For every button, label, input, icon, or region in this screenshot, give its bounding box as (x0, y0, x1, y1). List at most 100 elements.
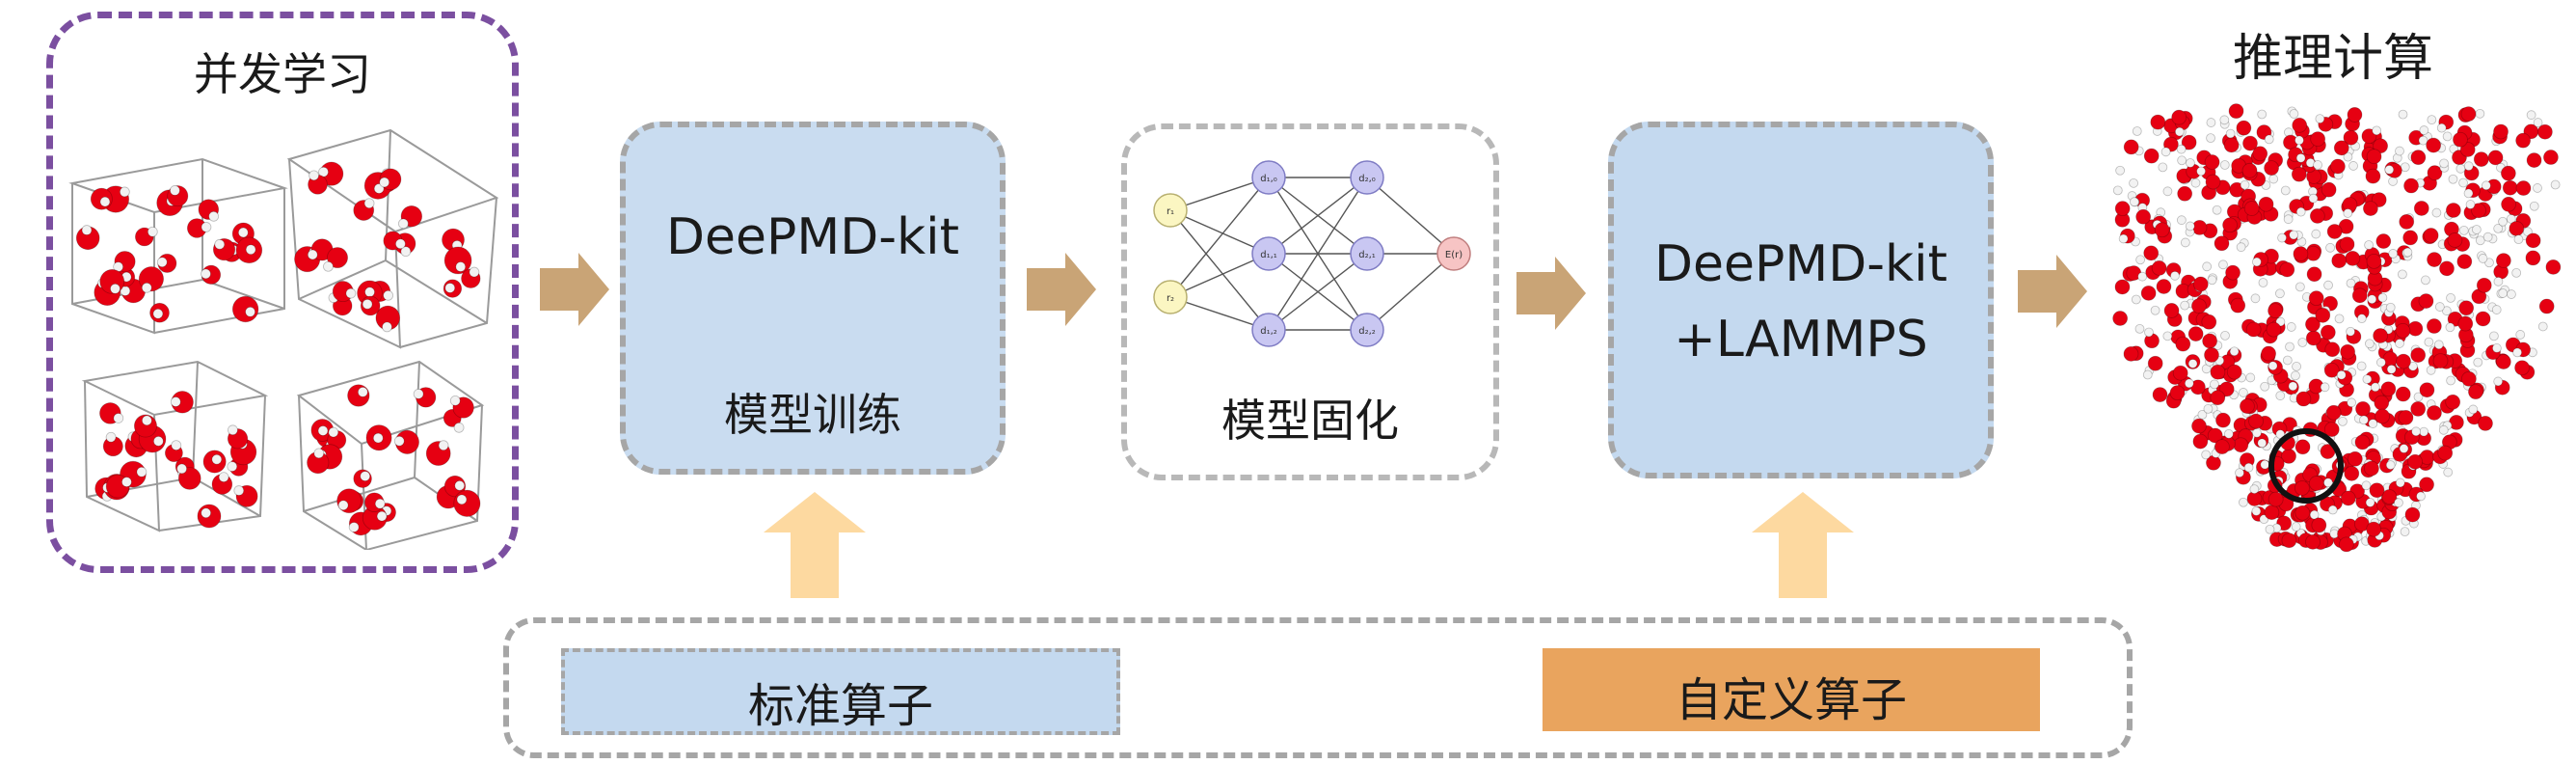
atom (2174, 126, 2185, 137)
atom (2205, 174, 2221, 190)
atom (2177, 155, 2187, 166)
atom (2333, 140, 2349, 156)
atom (2212, 205, 2222, 215)
atom (2537, 321, 2548, 332)
atom (2152, 387, 2168, 403)
atom (2400, 527, 2410, 537)
nn-edge (1169, 296, 1270, 331)
atom (2279, 261, 2295, 278)
atom (373, 183, 385, 194)
atom (2260, 381, 2270, 392)
atom (2229, 346, 2240, 357)
atom (2285, 341, 2294, 352)
atom (2334, 314, 2345, 324)
atom (2407, 453, 2424, 470)
atom (2445, 322, 2455, 333)
atom (2525, 250, 2541, 266)
atom (2150, 305, 2160, 315)
atom (363, 198, 375, 209)
support-arrow-training (764, 492, 866, 598)
atom (99, 196, 111, 207)
atom (376, 510, 388, 522)
atom (2346, 278, 2356, 288)
atom (2293, 246, 2309, 262)
atom (2207, 275, 2217, 286)
atom (327, 247, 348, 269)
atom (2515, 330, 2526, 340)
atom (2323, 478, 2333, 488)
atom (2418, 135, 2428, 146)
atom (2239, 497, 2248, 507)
atom (2291, 370, 2300, 381)
atom (2362, 374, 2373, 385)
atom (2395, 478, 2405, 488)
atom (156, 257, 168, 268)
atom (2491, 305, 2502, 314)
atom (2413, 392, 2424, 402)
support-arrow-inference (1752, 492, 1854, 598)
atom (2294, 439, 2311, 455)
training-software-name: DeePMD-kit (665, 208, 959, 266)
atom (2292, 117, 2308, 133)
atom (2311, 517, 2327, 533)
atom (2251, 257, 2262, 267)
atom (2376, 357, 2386, 368)
atom (2525, 232, 2541, 249)
flow-arrow-4 (2018, 255, 2087, 328)
atom (2135, 255, 2146, 265)
atom (2498, 288, 2509, 298)
atom (2184, 378, 2194, 389)
atom (2323, 362, 2340, 378)
atom (2441, 306, 2452, 316)
atom (2295, 152, 2306, 163)
atom (2448, 174, 2458, 184)
atom (345, 287, 357, 299)
atom (2526, 152, 2542, 168)
atom (2395, 323, 2411, 339)
training-label: 模型训练 (724, 389, 901, 441)
atom (171, 440, 182, 450)
atom (2493, 376, 2504, 387)
inference-engine-line1: DeePMD-kit (1653, 235, 1947, 293)
atom (2468, 384, 2483, 400)
atom (2257, 109, 2267, 120)
atom (2487, 150, 2504, 166)
atom (2399, 444, 2409, 453)
atom (2130, 197, 2139, 207)
atom (2257, 438, 2267, 449)
hidden-node-l2-label: d₂,₀ (1358, 174, 1376, 184)
atom (2395, 146, 2404, 156)
atom (2175, 336, 2191, 352)
atom (2112, 185, 2123, 196)
atom (2413, 201, 2429, 216)
atom (2291, 522, 2301, 532)
atom (2375, 408, 2391, 424)
atom (2281, 532, 2297, 549)
atom (379, 177, 390, 188)
atom (2410, 150, 2427, 166)
atom (2338, 536, 2354, 553)
atom (2129, 177, 2138, 188)
atom (2398, 409, 2414, 425)
custom-operator-box: 自定义算子 (1543, 648, 2040, 731)
atom (2456, 254, 2473, 270)
atom (372, 432, 384, 444)
atom (2225, 264, 2241, 281)
atom (2264, 134, 2274, 145)
hidden-node-l1-label: d₁,₁ (1260, 250, 1277, 260)
atom (2372, 125, 2382, 136)
atom (208, 210, 220, 222)
nn-edge (1366, 177, 1455, 255)
atom (2377, 292, 2388, 303)
atom (2366, 253, 2382, 269)
atom (2203, 404, 2214, 414)
atom (2226, 364, 2242, 380)
atom (2295, 391, 2312, 407)
atom (2118, 233, 2129, 244)
atom (2308, 476, 2324, 491)
atom (2294, 480, 2310, 496)
nn-edge (1169, 177, 1270, 211)
atom (2305, 533, 2321, 550)
atom (2427, 405, 2442, 421)
atom (2191, 298, 2207, 314)
